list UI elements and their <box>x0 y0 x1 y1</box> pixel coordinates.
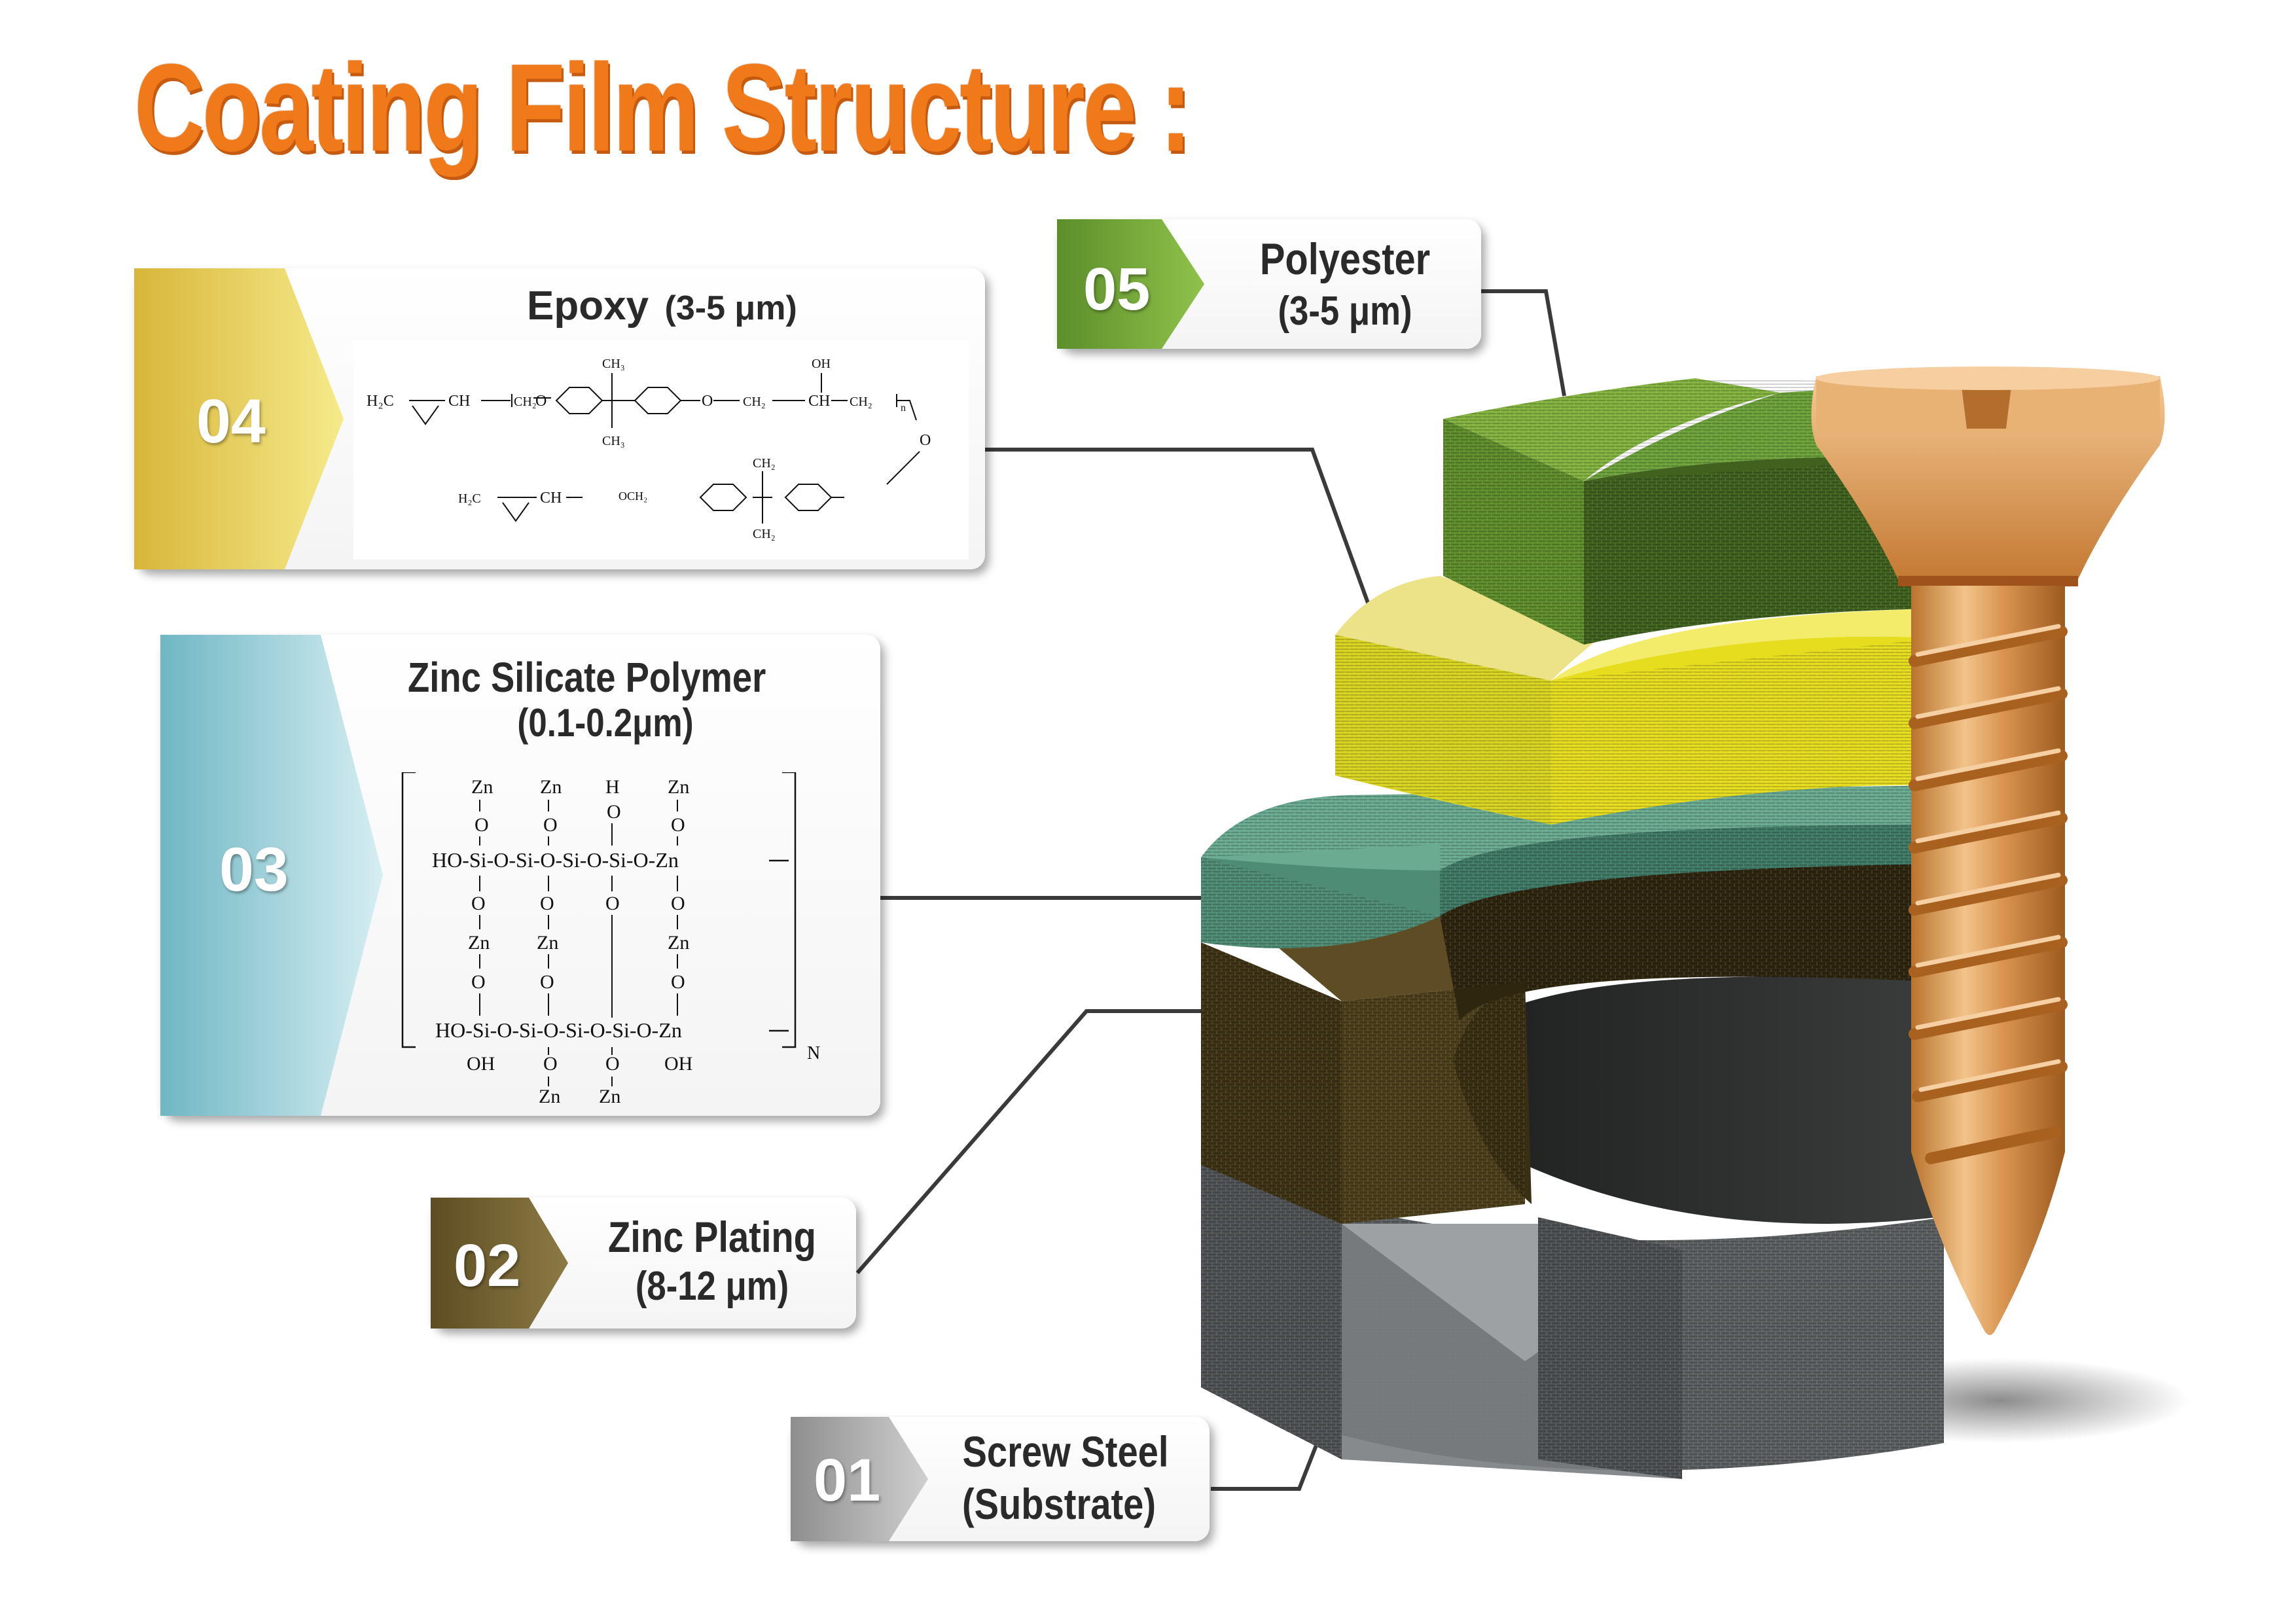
layer-card-steel: 01 Screw Steel (Substrate) <box>791 1417 1210 1541</box>
layer-name: Screw Steel <box>962 1427 1169 1476</box>
screw-illustration <box>1811 366 2165 1335</box>
formula-text: O <box>671 971 685 993</box>
formula-text: HO-Si-O-Si-O-Si-O-Si-O-Zn <box>432 848 679 872</box>
formula-text: n <box>901 402 906 414</box>
badge-03 <box>160 635 383 1116</box>
formula-text: CH₂ <box>753 456 776 471</box>
layer-steel-shape <box>1201 1162 1944 1479</box>
formula-text: CH₃ <box>602 434 625 448</box>
formula-text: O <box>471 971 486 993</box>
formula-text: Zn <box>539 1086 560 1106</box>
leader-line-epoxy <box>985 448 1373 613</box>
formula-text: H₂C <box>367 393 394 410</box>
formula-text: OCH₂ <box>619 490 647 503</box>
formula-text: Zn <box>668 932 689 954</box>
formula-text: O <box>702 393 713 410</box>
layer-name: Polyester <box>1259 234 1431 284</box>
layer-card-polyester: 05 Polyester (3-5 μm) <box>1057 219 1481 349</box>
layer-card-epoxy: 04 Epoxy (3-5 μm) <box>134 268 985 569</box>
layer-zinc-plating-shape <box>1201 851 1937 1224</box>
layer-card-zinc-plating: 02 Zinc Plating (8-12 μm) <box>431 1198 856 1329</box>
formula-text: O <box>605 1053 620 1075</box>
leader-line-zinc-plating <box>855 1009 1201 1274</box>
formula-text: O <box>920 432 931 449</box>
layer-name: Zinc Silicate Polymer <box>408 654 766 701</box>
formula-text: O <box>607 801 621 823</box>
badge-number: 04 <box>196 387 266 456</box>
badge-01 <box>791 1417 928 1541</box>
formula-text: O <box>543 814 558 836</box>
leader-line-polyester <box>1480 289 1566 397</box>
layer-polyester-shape <box>1443 378 1937 645</box>
formula-text: CH₂ <box>850 395 872 409</box>
formula-text: O <box>540 893 554 914</box>
layer-thickness: (0.1-0.2μm) <box>517 701 694 745</box>
formula-text: Zn <box>599 1086 620 1106</box>
layer-thickness: (3-5 μm) <box>1278 289 1412 334</box>
badge-04 <box>134 268 344 569</box>
epoxy-header: Epoxy (3-5 μm) <box>527 283 797 329</box>
formula-text: CH <box>808 393 830 410</box>
layer-epoxy-shape <box>1335 576 1937 825</box>
layer-thickness: (3-5 μm) <box>664 289 797 327</box>
formula-text: Zn <box>540 776 562 798</box>
formula-text: Zn <box>668 776 689 798</box>
badge-number: 01 <box>814 1447 881 1514</box>
layer-card-zinc-silicate: 03 Zinc Silicate Polymer (0.1-0.2μm) Zn … <box>160 635 880 1116</box>
badge-05 <box>1057 219 1204 349</box>
formula-text: O <box>535 393 547 410</box>
badge-number: 02 <box>454 1232 521 1299</box>
formula-text: O <box>471 893 486 914</box>
formula-text: O <box>605 893 620 914</box>
badge-number: 05 <box>1083 256 1151 323</box>
formula-text: H <box>605 776 620 798</box>
epoxy-formula: H₂C CH CH₂ O CH₃ CH₃ O CH₂ CH CH₂ OH n O… <box>360 347 962 556</box>
formula-text: CH <box>540 490 562 507</box>
formula-text: HO-Si-O-Si-O-Si-O-Si-O-Zn <box>435 1018 682 1042</box>
formula-text: OH <box>812 357 831 371</box>
formula-text: CH₃ <box>602 357 625 371</box>
formula-text: Zn <box>471 776 493 798</box>
badge-number: 03 <box>219 835 289 904</box>
formula-text: O <box>475 814 489 836</box>
formula-text: O <box>671 814 685 836</box>
page-title: Coating Film Structure : <box>134 39 1192 177</box>
formula-text: Zn <box>468 932 490 954</box>
formula-text: O <box>543 1053 558 1075</box>
layer-thickness: (Substrate) <box>961 1480 1157 1528</box>
formula-text: CH₂ <box>743 395 766 409</box>
formula-text: O <box>540 971 554 993</box>
formula-text: Zn <box>537 932 558 954</box>
formula-text: OH <box>467 1053 495 1075</box>
badge-02 <box>431 1198 568 1329</box>
silicate-formula: Zn Zn H Zn O O O O HO-Si-O-Si-O-Si-O-Si-… <box>396 772 854 1106</box>
formula-text: H₂C <box>458 491 481 506</box>
leader-lines <box>855 289 1566 1491</box>
layer-zinc-silicate-shape <box>1201 785 1937 948</box>
formula-text: CH₂ <box>514 395 537 409</box>
formula-text: CH₂ <box>753 527 776 541</box>
layer-name: Zinc Plating <box>608 1213 816 1261</box>
inner-cavity <box>1440 976 1937 1224</box>
formula-subscript: N <box>807 1043 820 1063</box>
formula-text: CH <box>448 393 470 410</box>
epoxy-formula-panel <box>353 340 969 560</box>
layer-thickness: (8-12 μm) <box>635 1264 789 1309</box>
layer-name: Epoxy <box>527 283 649 329</box>
formula-text: OH <box>664 1053 692 1075</box>
formula-text: O <box>671 893 685 914</box>
